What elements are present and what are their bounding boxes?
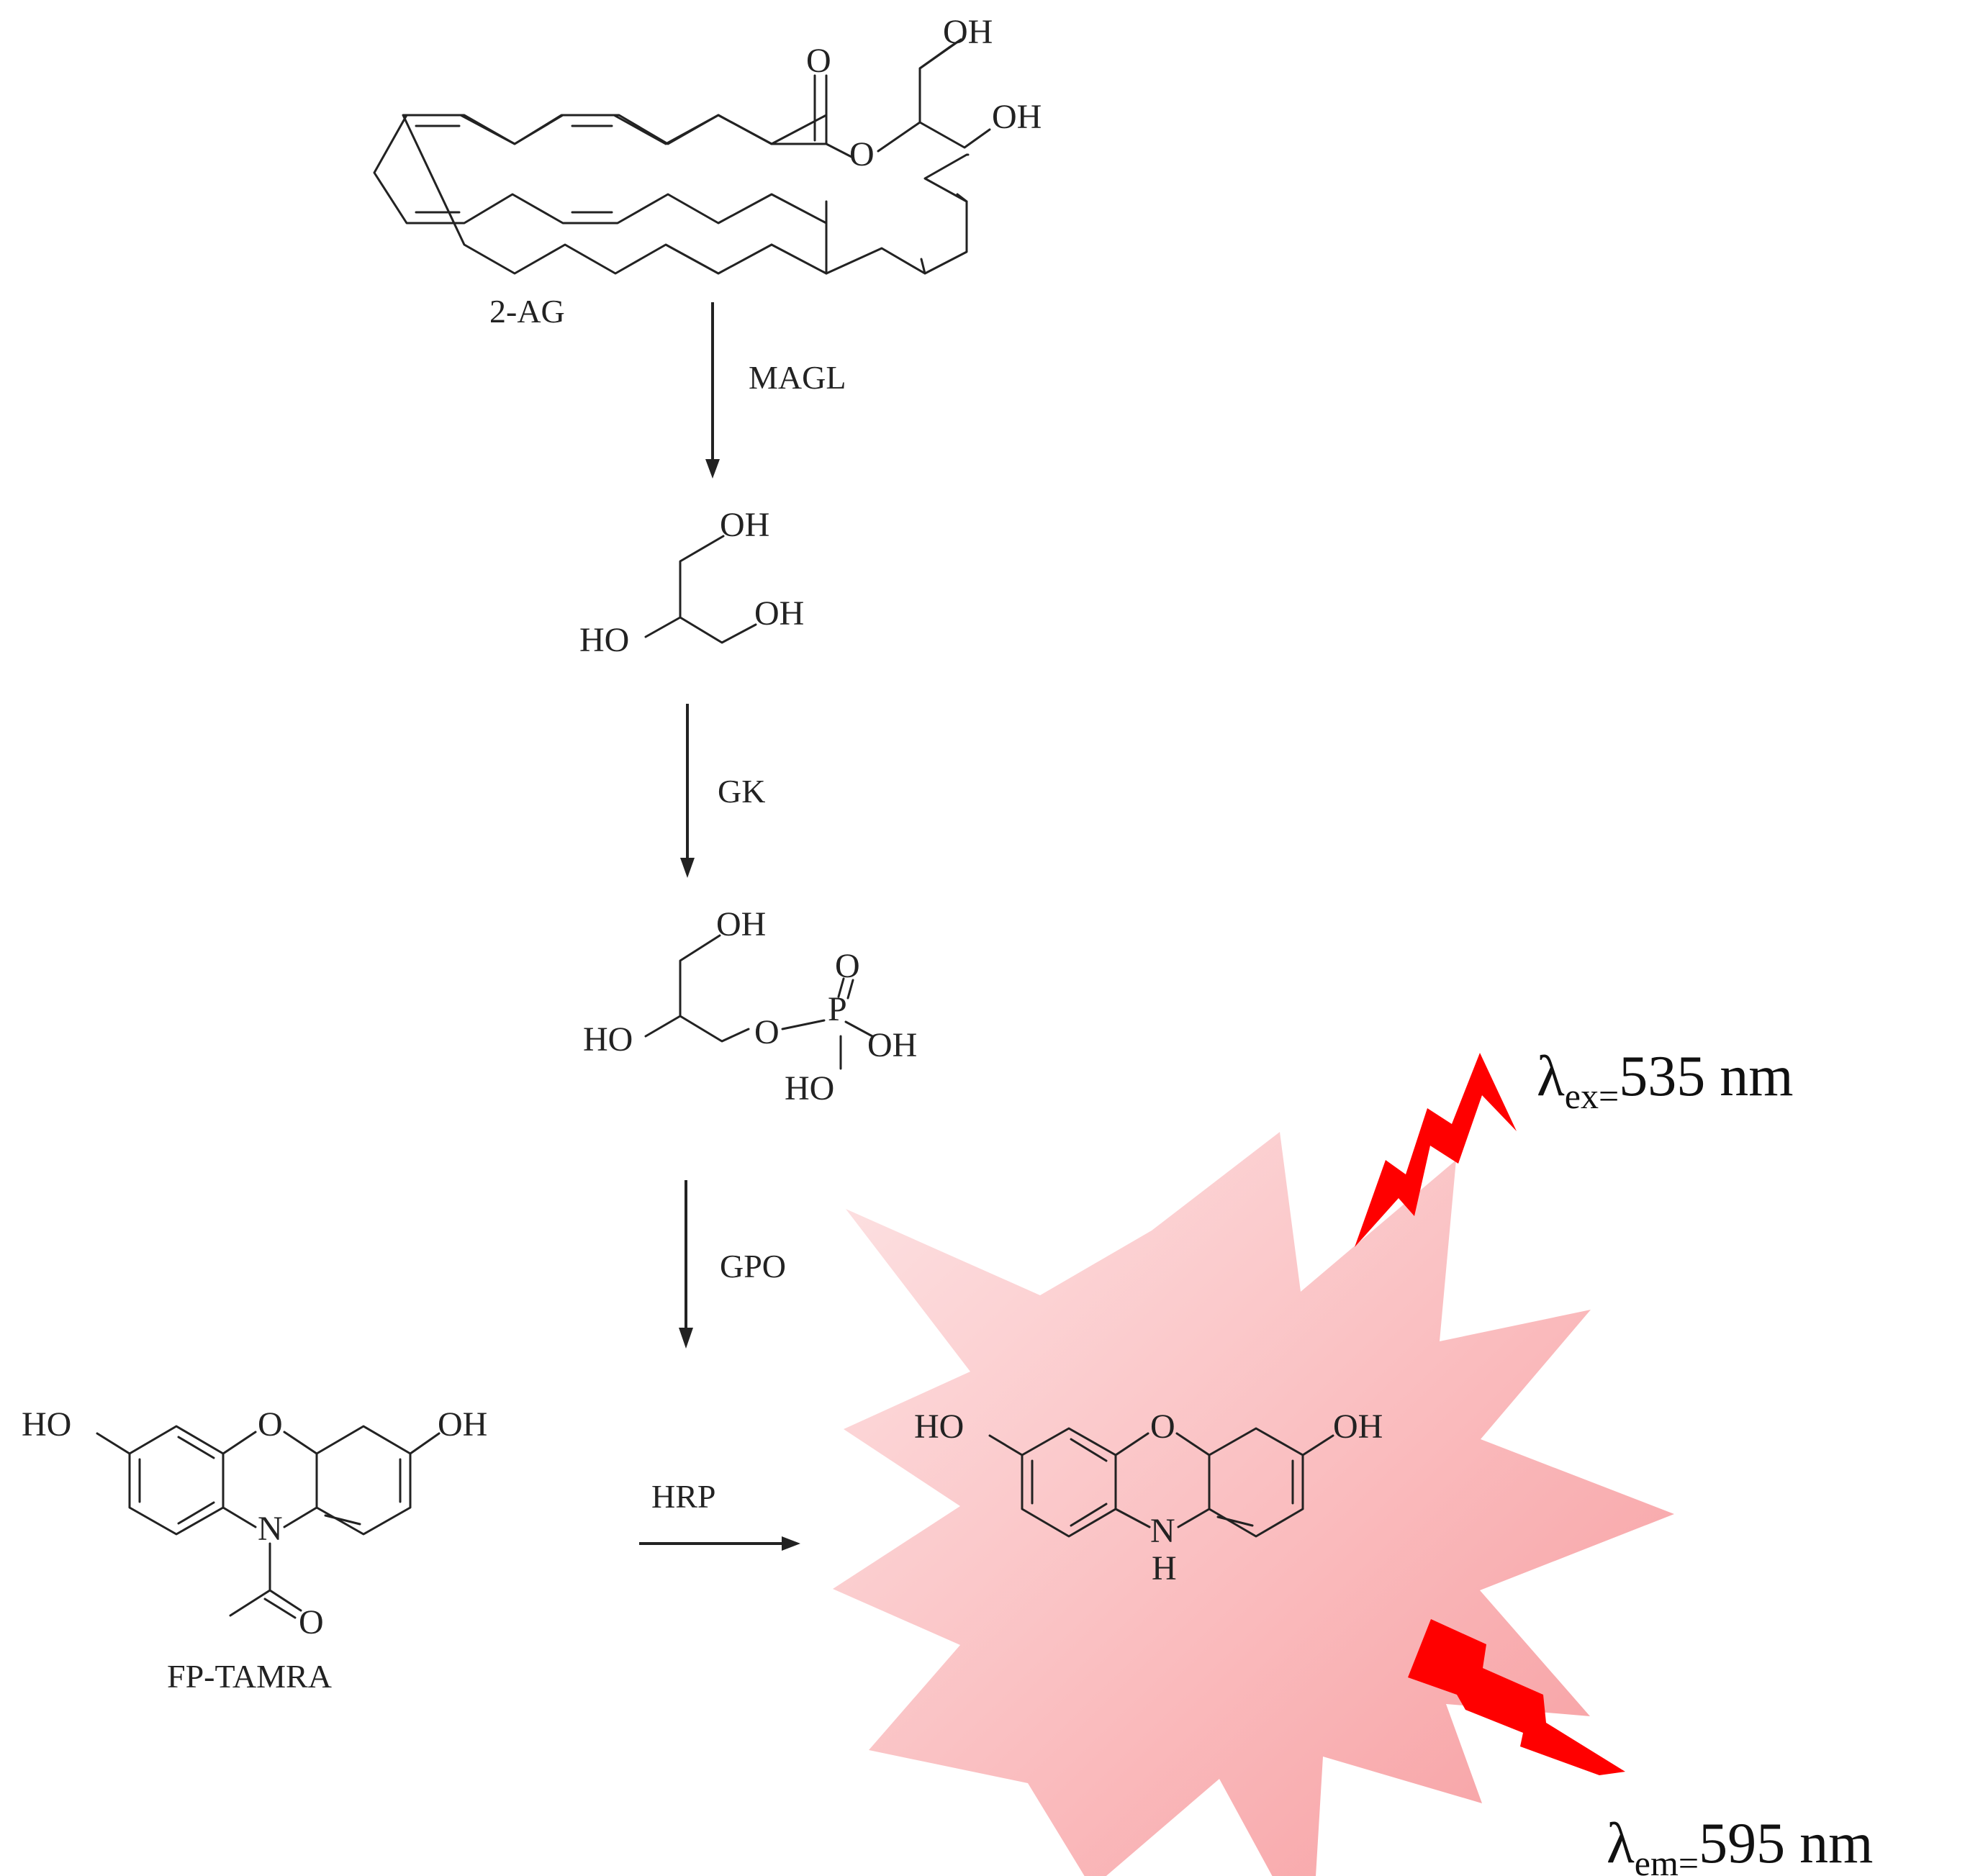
fp-tamra-label: FP-TAMRA <box>167 1658 332 1695</box>
2ag-chain-bonds <box>402 114 970 275</box>
molecule-glycerol-3-phosphate: OH HO O P O OH HO <box>583 905 917 1107</box>
fp-tamra-ring-o: O <box>258 1405 283 1444</box>
product-oh: OH <box>1333 1408 1383 1446</box>
g3p-p-oh: OH <box>867 1026 917 1064</box>
emission-wavelength-label: λem=595 nm <box>1607 1812 1873 1876</box>
fp-tamra-ho: HO <box>22 1405 71 1444</box>
excitation-lightning-icon <box>1355 1053 1517 1247</box>
excitation-wavelength-label: λex=535 nm <box>1537 1045 1793 1116</box>
2ag-ester-o: O <box>849 135 875 173</box>
molecule-2ag: O O OH OH <box>373 13 1042 275</box>
product-h: H <box>1152 1549 1177 1587</box>
fp-tamra-carbonyl-o: O <box>299 1603 324 1641</box>
product-ho: HO <box>914 1408 964 1446</box>
g3p-p-o: O <box>835 947 860 985</box>
enzyme-label-hrp: HRP <box>651 1478 715 1515</box>
arrow-hrp <box>639 1536 800 1551</box>
2ag-oh-top: OH <box>943 13 993 51</box>
fp-tamra-oh: OH <box>438 1405 487 1444</box>
2ag-upper-chain <box>373 114 828 275</box>
emission-lightning-icon <box>1408 1619 1625 1775</box>
g3p-ho-left: HO <box>583 1020 633 1059</box>
enzyme-label-magl: MAGL <box>749 359 846 396</box>
molecule-glycerol: OH OH HO <box>579 506 804 659</box>
enzyme-label-gk: GK <box>718 773 765 810</box>
glycerol-oh-top: OH <box>720 506 769 544</box>
arrow-gk <box>680 704 695 878</box>
2ag-label: 2-AG <box>489 293 565 330</box>
g3p-oh-top: OH <box>716 905 766 943</box>
2ag-ester-bonds <box>825 142 853 158</box>
g3p-p-ho: HO <box>785 1069 834 1107</box>
enzyme-label-gpo: GPO <box>720 1248 786 1284</box>
g3p-p: P <box>828 990 847 1028</box>
fp-tamra-n: N <box>258 1510 283 1548</box>
g3p-ester-o: O <box>754 1013 780 1051</box>
molecule-fp-tamra: HO OH O N O <box>22 1405 487 1641</box>
arrow-magl <box>705 302 720 479</box>
2ag-oh-right: OH <box>992 98 1042 136</box>
arrow-gpo <box>679 1180 693 1349</box>
molecule-product: HO OH O N H <box>914 1408 1383 1587</box>
glycerol-ho-left: HO <box>579 621 629 659</box>
product-n: N <box>1150 1512 1175 1550</box>
product-ring-o: O <box>1150 1408 1175 1446</box>
glycerol-oh-right: OH <box>754 594 804 633</box>
2ag-carbonyl-o: O <box>806 42 831 80</box>
fluorescence-burst <box>833 1132 1674 1876</box>
